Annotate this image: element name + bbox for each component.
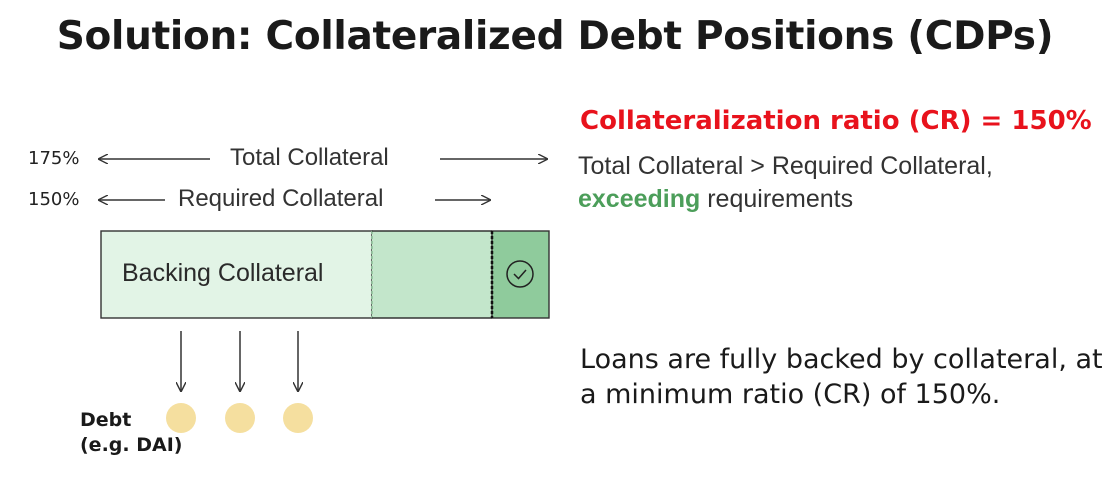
- dai-coin-1: [166, 403, 196, 433]
- note-line-1: Loans are fully backed by collateral, at: [580, 344, 1103, 375]
- total-percentage: 175%: [28, 148, 80, 169]
- dai-coin-2: [225, 403, 255, 433]
- loan-backing-note: Loans are fully backed by collateral, at…: [580, 342, 1103, 412]
- debt-label-line1: Debt: [80, 409, 132, 431]
- required-collateral-segment: [372, 231, 492, 318]
- slide-title: Solution: Collateralized Debt Positions …: [56, 14, 1054, 59]
- debt-label: Debt (e.g. DAI): [80, 408, 182, 458]
- total-collateral-label: Total Collateral: [222, 144, 397, 172]
- exceeding-highlight: exceeding: [578, 185, 701, 213]
- collateralization-ratio-title: Collateralization ratio (CR) = 150%: [580, 106, 1092, 136]
- excess-collateral-segment: [491, 230, 550, 319]
- requirements-text: requirements: [700, 185, 854, 213]
- required-percentage: 150%: [28, 189, 80, 210]
- check-circle-icon: [506, 260, 534, 288]
- backing-collateral-label: Backing Collateral: [122, 259, 324, 287]
- comparison-line-1: Total Collateral > Required Collateral,: [578, 152, 993, 180]
- note-line-2: a minimum ratio (CR) of 150%.: [580, 379, 1001, 410]
- required-collateral-label: Required Collateral: [170, 185, 392, 213]
- comparison-line-2: exceeding requirements: [578, 183, 993, 216]
- debt-label-line2: (e.g. DAI): [80, 434, 183, 456]
- collateral-comparison-text: Total Collateral > Required Collateral, …: [578, 150, 993, 216]
- dai-coin-3: [283, 403, 313, 433]
- backing-collateral-segment: [100, 230, 373, 319]
